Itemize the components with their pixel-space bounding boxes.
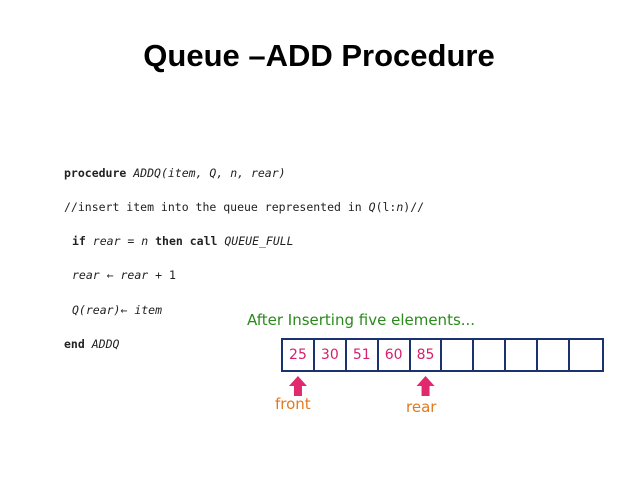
code-line-increment: rear ← rear + 1 (72, 268, 176, 282)
assign-lhs: rear (72, 268, 100, 282)
procedure-name: ADDQ (133, 166, 161, 180)
keyword-then-call: then call (155, 234, 218, 248)
code-line-comment: //insert item into the queue represented… (64, 200, 424, 214)
end-name: ADDQ (91, 337, 120, 351)
rear-label: rear (406, 398, 437, 416)
comment-end: )// (403, 200, 425, 214)
queue-cell (570, 340, 602, 370)
queue-cell (442, 340, 475, 370)
queue-cell: 60 (379, 340, 411, 370)
keyword-procedure: procedure (64, 166, 127, 180)
queue-cell: 25 (283, 340, 315, 370)
rear-arrow-icon (416, 376, 435, 396)
keyword-end: end (64, 337, 85, 351)
keyword-if: if (72, 234, 86, 248)
code-line-end: end ADDQ (64, 337, 119, 351)
assign-rhs: rear (120, 268, 149, 282)
diagram-caption: After Inserting five elements... (247, 311, 476, 329)
code-line-store: Q(rear)← item (72, 303, 162, 317)
queue-cell (538, 340, 571, 370)
queue-cell: 51 (347, 340, 379, 370)
comment-range-open: (l: (375, 200, 397, 214)
assign-inc: + 1 (148, 268, 176, 282)
slide-title: Queue –ADD Procedure (143, 38, 495, 73)
code-line-if: if rear = n then call QUEUE_FULL (72, 234, 294, 248)
assign-op: ← (99, 268, 121, 282)
comment-n: n (396, 200, 404, 214)
store-expr: Q(rear) (72, 303, 121, 317)
if-condition: rear = n (92, 234, 149, 248)
store-op: ← (120, 303, 135, 317)
queue-cell: 85 (411, 340, 443, 370)
queue-cell: 30 (315, 340, 347, 370)
store-val: item (134, 303, 163, 317)
procedure-params: (item, Q, n, rear) (160, 166, 286, 180)
comment-text: //insert item into the queue represented… (64, 200, 369, 214)
queue-cell (506, 340, 539, 370)
front-label: front (275, 395, 311, 413)
queue-cell (474, 340, 507, 370)
call-target: QUEUE_FULL (224, 234, 294, 248)
code-line-procedure: procedure ADDQ(item, Q, n, rear) (64, 166, 286, 180)
comment-q: Q (368, 200, 376, 214)
front-arrow-icon (288, 376, 307, 396)
